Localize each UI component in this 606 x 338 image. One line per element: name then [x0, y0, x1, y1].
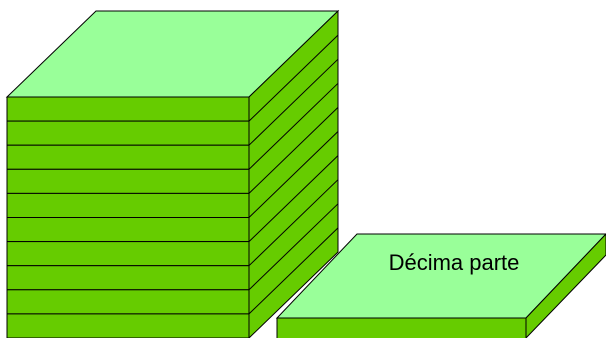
stack-slab-front: [6, 96, 250, 122]
stack-slab-front: [6, 265, 250, 291]
stack-slab-front: [6, 241, 250, 267]
slab-stack: [5, 9, 340, 338]
single-slab: Décima parte: [275, 233, 606, 338]
stack-slab-front: [6, 313, 250, 338]
stack-layers: [6, 34, 339, 338]
stack-slab-side-edge: [248, 82, 339, 170]
stack-slab-front: [6, 192, 250, 218]
stack-slab-front: [6, 168, 250, 194]
stack-slab-front: [6, 217, 250, 243]
stack-slab-side-edge: [248, 155, 339, 242]
stack-slab-side-edge: [248, 34, 339, 122]
stack-slab-side-edge: [248, 203, 339, 291]
stack-slab-side-edge: [248, 227, 339, 315]
stack-slab-front: [6, 120, 250, 146]
stack-slab-side-edge: [248, 131, 339, 218]
stack-slab-side-edge: [248, 107, 339, 194]
stack-slab-side-edge: [248, 58, 339, 146]
stack-slab-front: [6, 144, 250, 170]
stack-slab-front: [6, 289, 250, 315]
single-slab-front-face: [276, 317, 527, 338]
slab-label: Décima parte: [389, 250, 520, 275]
stack-slab-side-edge: [248, 179, 339, 267]
